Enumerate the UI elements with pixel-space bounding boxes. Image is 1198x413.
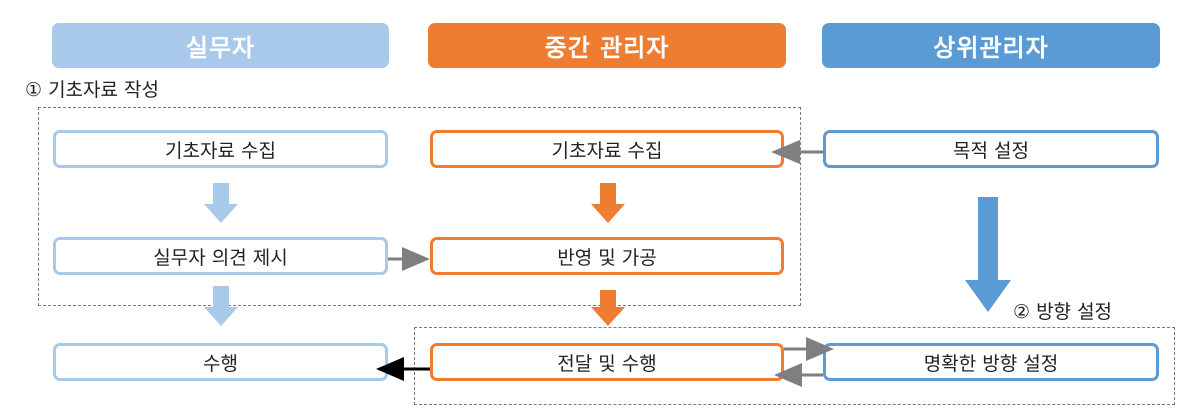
arrow-opinion-to-reflect — [388, 247, 430, 271]
arrow-deliver-to-direction — [784, 337, 834, 361]
arrow-deliver-to-execute — [376, 357, 430, 381]
arrow-practitioner-down-2 — [204, 286, 238, 326]
practitioner-opinion-box: 실무자 의견 제시 — [53, 237, 388, 275]
middle-collect-box: 기초자료 수집 — [430, 130, 784, 168]
arrow-practitioner-down-1 — [204, 183, 238, 223]
practitioner-execute-box: 수행 — [53, 343, 388, 381]
senior-goal-box: 목적 설정 — [823, 130, 1159, 168]
senior-direction-box: 명확한 방향 설정 — [823, 343, 1159, 381]
step1-label: ① 기초자료 작성 — [25, 79, 159, 101]
arrow-senior-down — [965, 197, 1011, 312]
step2-group-outline — [414, 327, 1175, 405]
arrow-middle-down-2 — [591, 290, 625, 326]
header-middle-manager: 중간 관리자 — [428, 23, 786, 68]
middle-reflect-box: 반영 및 가공 — [430, 237, 784, 275]
arrow-middle-down-1 — [591, 183, 625, 223]
header-senior-manager: 상위관리자 — [822, 23, 1160, 68]
step2-label: ② 방향 설정 — [1013, 301, 1113, 323]
header-practitioner: 실무자 — [52, 23, 389, 68]
arrow-direction-to-deliver — [774, 363, 823, 387]
middle-deliver-box: 전달 및 수행 — [430, 343, 784, 381]
practitioner-collect-box: 기초자료 수집 — [53, 130, 388, 168]
step1-group-outline — [38, 107, 801, 306]
arrow-goal-to-middle-collect — [771, 140, 823, 164]
